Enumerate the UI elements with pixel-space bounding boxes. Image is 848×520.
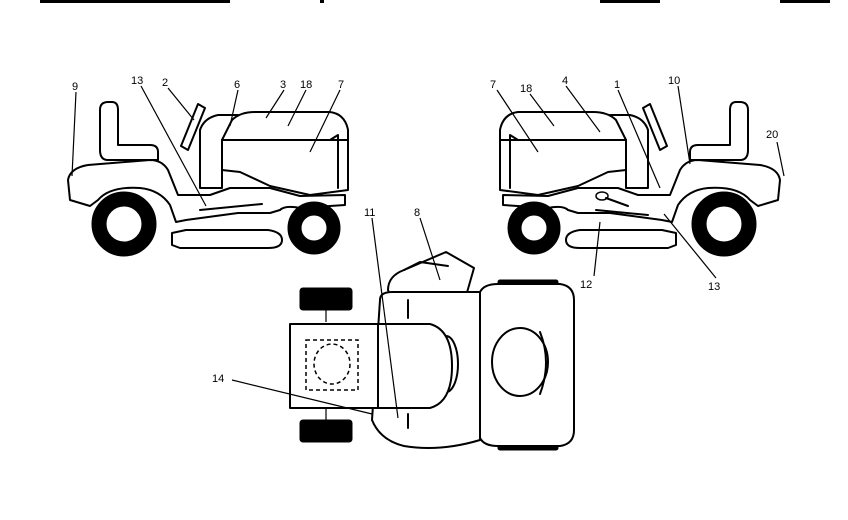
callout-20: 20 <box>766 129 778 141</box>
callout-12: 12 <box>580 279 592 291</box>
deck-lever <box>199 203 263 211</box>
discharge-chute <box>387 251 475 301</box>
callout-13: 13 <box>708 281 720 293</box>
deck-lever <box>595 209 649 216</box>
callout-9: 9 <box>72 81 78 93</box>
hood <box>221 111 349 196</box>
steering-wheel <box>642 103 668 151</box>
callout-7: 7 <box>338 79 344 91</box>
callouts: 9 13 2 6 3 18 7 7 18 4 1 10 20 12 13 11 … <box>72 75 778 385</box>
hood <box>499 111 627 196</box>
hood-side <box>329 134 339 189</box>
tractor-right-view <box>499 101 781 257</box>
leader-lines <box>71 85 785 419</box>
seat <box>689 101 749 161</box>
callout-4: 4 <box>562 75 568 87</box>
mower-deck <box>565 229 677 249</box>
callout-18: 18 <box>520 83 532 95</box>
callout-1: 1 <box>614 79 620 91</box>
front-tire-bottom <box>299 419 353 443</box>
callout-10: 10 <box>668 75 680 87</box>
callout-18: 18 <box>300 79 312 91</box>
callout-6: 6 <box>234 79 240 91</box>
callout-14: 14 <box>212 373 224 385</box>
mower-deck <box>171 229 283 249</box>
front-tire-top <box>299 287 353 311</box>
header-mark <box>600 0 660 3</box>
rear-fender <box>67 159 346 223</box>
header-mark <box>780 0 830 3</box>
callout-8: 8 <box>414 207 420 219</box>
callout-2: 2 <box>162 77 168 89</box>
tractor-left-view <box>67 101 349 257</box>
callout-3: 3 <box>280 79 286 91</box>
grille-outline <box>305 339 359 391</box>
callout-7: 7 <box>490 79 496 91</box>
seat <box>99 101 159 161</box>
hood-top <box>289 323 453 409</box>
header-strip <box>40 0 230 3</box>
callout-11: 11 <box>364 207 375 219</box>
seat-top <box>491 327 549 397</box>
callout-13: 13 <box>131 75 143 87</box>
hood-side <box>509 134 519 189</box>
rear-fender <box>502 159 781 223</box>
tractor-top-view <box>289 251 575 451</box>
header-mark <box>320 0 324 3</box>
